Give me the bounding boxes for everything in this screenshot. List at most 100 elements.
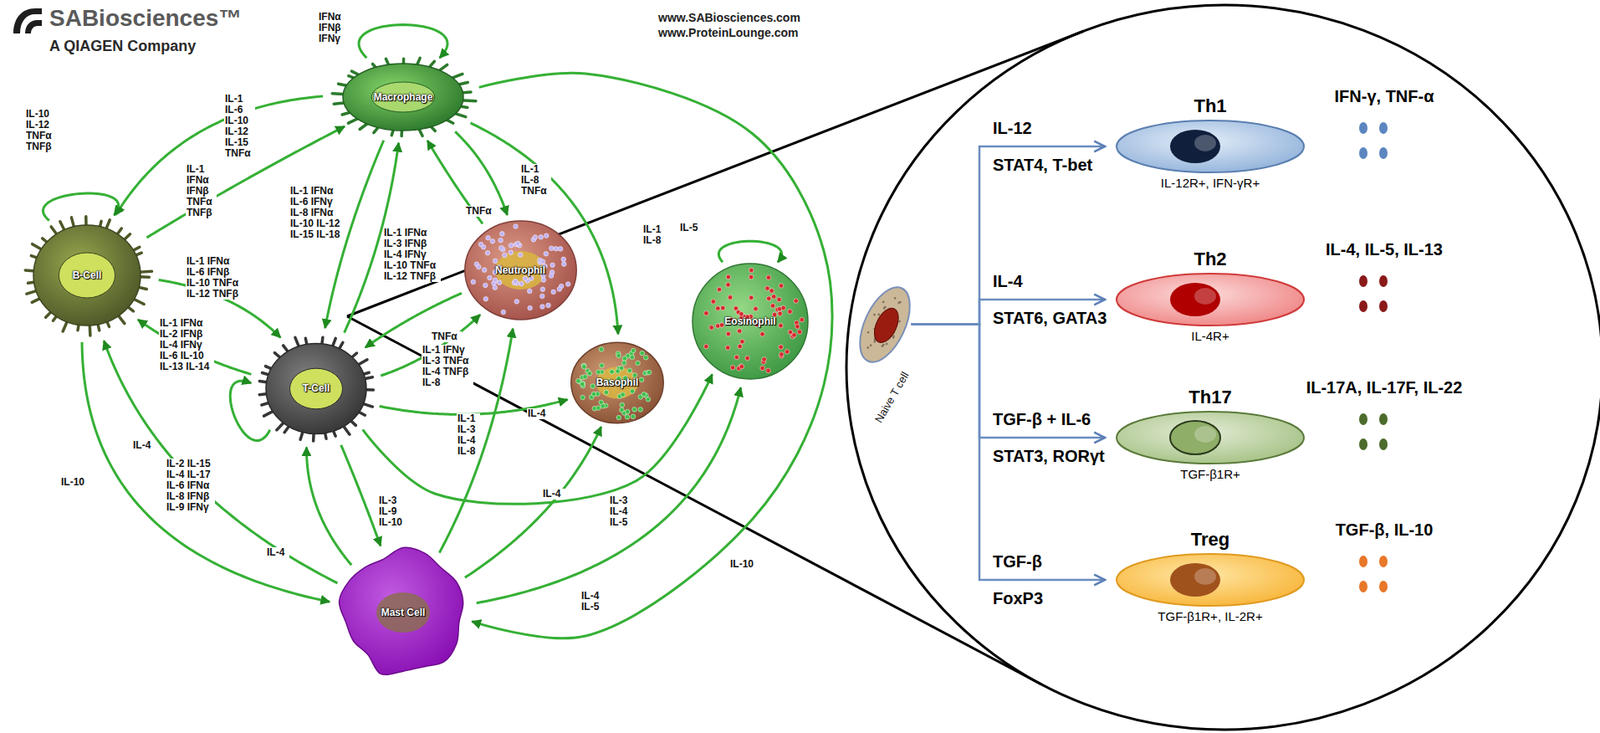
transcription-factor: STAT6, GATA3 [991,307,1108,328]
cytokine-arrow [911,324,1106,581]
cytokine-list: IL-3 IL-4 IL-5 [608,495,633,528]
transcription-factor: STAT3, RORγt [991,445,1106,466]
cytokine-dot [1379,122,1388,134]
cytokine-dot [1379,555,1388,568]
cell-granule [526,305,532,311]
cell-granule [632,406,638,412]
cell-granule [518,281,524,287]
cell-granule [517,252,523,258]
cell-granule [580,380,586,386]
cell-granule [582,363,588,369]
cell-granule [497,237,503,243]
edge-label-box: IL-1 IFNα IL-6 IFNγ IL-8 IFNα IL-10 IL-1… [289,185,345,241]
cell-granule [799,316,805,323]
cell-granule [500,309,507,315]
edge-label-box: IL-12 [991,117,1033,139]
brand-name: SABiosciences™ [48,5,243,32]
edge-label-box: IL-4 [132,436,156,452]
cell-granule [508,243,514,249]
cell-granule [561,261,567,267]
cytokine-list: IL-4 [132,439,156,451]
edge-label-box: IL-1 IFNα IL-6 IFNβ IL-10 TNFα IL-12 TNF… [185,255,244,301]
cytokine-list: IL-1 IL-8 TNFα [520,163,552,197]
cytokine-list: IL-1 IL-6 IL-10 IL-12 IL-15 TNFα [224,93,256,159]
cell-body [1116,120,1304,173]
cell-granule [526,288,532,294]
cell-granule [753,306,759,312]
cytokine-dot [1379,147,1388,159]
label-box: TGF-β, IL-10 [1334,519,1435,540]
cell-granule [478,241,484,247]
cell-body [1116,553,1304,606]
cytokine-list: IL-10 [729,558,759,570]
cytokine-list: IL-1 IFNα IL-3 IFNβ IL-4 IFNγ IL-10 TNFα… [383,227,441,282]
cytokine-arrow [718,240,782,262]
cell-granule [866,331,870,334]
cell-nucleus [495,250,547,290]
label-box: STAT6, GATA3 [991,307,1108,328]
cytokine-dot [1359,122,1368,134]
cell-granule [513,299,519,305]
logo-icon [13,8,42,34]
cell-granule [739,363,745,369]
cell-granule [720,305,726,311]
transcription-factor: FoxP3 [991,587,1044,609]
cytokine-list: IL-10 IL-12 TNFα TNFβ [25,108,57,153]
cytokine-list: IL-5 [679,222,703,234]
cell-granule [716,286,722,292]
cell-body [33,224,141,326]
cell-granule [532,235,538,241]
cell-granule [580,381,586,387]
cell-granule [624,414,630,420]
cell-granule [591,391,597,397]
cell-granule [766,368,772,374]
cytokine-list: IL-4 [265,546,290,558]
cell-granule [621,359,627,365]
cytokine-list: IL-1 IL-8 [642,224,666,246]
cell-granule [543,233,549,239]
cell-body [464,220,576,320]
cell-granule [770,303,776,309]
cell-granule [639,350,645,356]
cell-granule [512,278,518,284]
cell-granule [635,360,641,366]
cell-nucleus [1170,129,1221,164]
transcription-factor: STAT4, T-bet [991,154,1094,175]
cytokine-arrow [471,72,833,639]
cytokine-dot [1379,438,1388,450]
inducing-cytokine: IL-4 [991,270,1024,292]
cell-name: Naive T cell [872,369,913,425]
edge-label-box: IL-4 [265,543,290,559]
cell-granule [557,246,563,252]
cell-granule [777,311,783,317]
cell-illustration [1105,408,1315,466]
cell-granule [704,311,710,317]
cell-granule [643,354,649,360]
mast-cell: Mast Cell [336,545,471,680]
edge-label-box: IL-3 IL-9 IL-10 [378,495,408,529]
cell-shape-box [1105,270,1315,328]
cytokine-list: IL-4 [541,488,566,500]
cell-granule [486,275,492,281]
cell-granule [492,277,498,283]
cell-granule [761,357,767,363]
cell-name: T-Cell [302,382,331,394]
receptor-text: TGF-β1R+, IL-2R+ [1157,608,1263,625]
edge-label-box: IL-1 IFNγ IL-3 TNFα IL-4 TNFβ IL-8 [421,344,474,389]
cell-granule [725,274,731,280]
cytokine-list: IL-1 IFNα IFNβ TNFα TNFβ [185,163,217,219]
cell-highlight [1194,134,1217,152]
cell-granule [599,362,605,369]
cell-granule [740,338,746,344]
cytokine-list: IL-1 IFNα IL-6 IFNγ IL-8 IFNα IL-10 IL-1… [289,185,345,241]
cell-granule [787,309,793,315]
cell-granule [866,346,870,349]
cytokine-arrow [454,131,507,215]
edge-label-box: IL-10 [60,473,90,489]
cell-shape-box [1105,117,1315,175]
edge-label-box: IL-1 IFNα IL-3 IFNβ IL-4 IFNγ IL-10 TNFα… [383,227,441,283]
cell-shape-box [1105,551,1315,609]
cell-granule [766,296,772,302]
cytokine-arrow [42,193,118,221]
cell-body [571,342,664,424]
